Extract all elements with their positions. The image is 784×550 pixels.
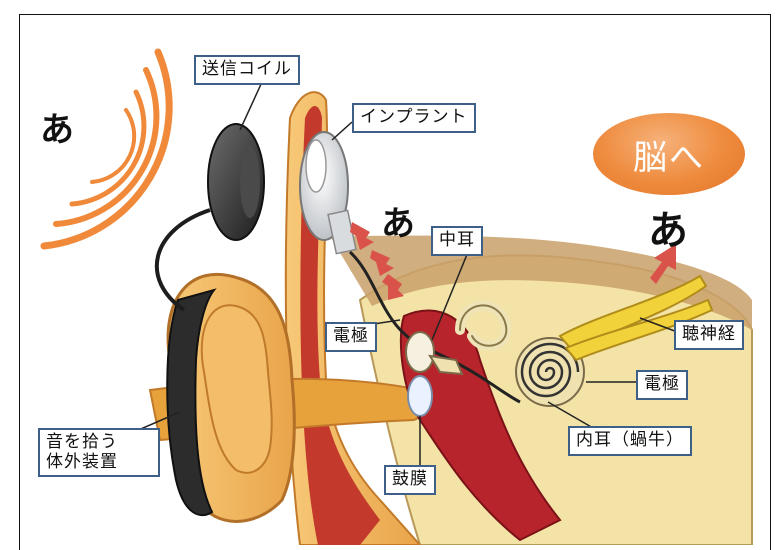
label-electrode-left: 電極 xyxy=(325,322,377,352)
sound-incoming-glyph: あ xyxy=(40,102,74,151)
label-inner-ear: 内耳（蝸牛） xyxy=(568,426,692,456)
label-external-device-line1: 音を拾う xyxy=(46,433,152,453)
sound-brain-glyph: あ xyxy=(648,198,688,256)
label-implant: インプラント xyxy=(352,103,476,133)
label-transmit-coil: 送信コイル xyxy=(194,55,300,85)
eardrum-shape xyxy=(408,376,432,416)
label-external-device-line2: 体外装置 xyxy=(46,453,152,473)
label-auditory-nerve: 聴神経 xyxy=(674,320,744,350)
label-electrode-right: 電極 xyxy=(636,370,688,400)
to-brain-text: 脳へ xyxy=(633,130,705,179)
label-middle-ear: 中耳 xyxy=(431,226,483,256)
to-brain-bubble: 脳へ xyxy=(593,113,745,195)
label-external-device: 音を拾う 体外装置 xyxy=(38,428,160,477)
sound-middle-glyph: あ xyxy=(381,196,415,245)
label-eardrum: 鼓膜 xyxy=(384,465,436,495)
transmit-coil-device xyxy=(208,124,264,240)
